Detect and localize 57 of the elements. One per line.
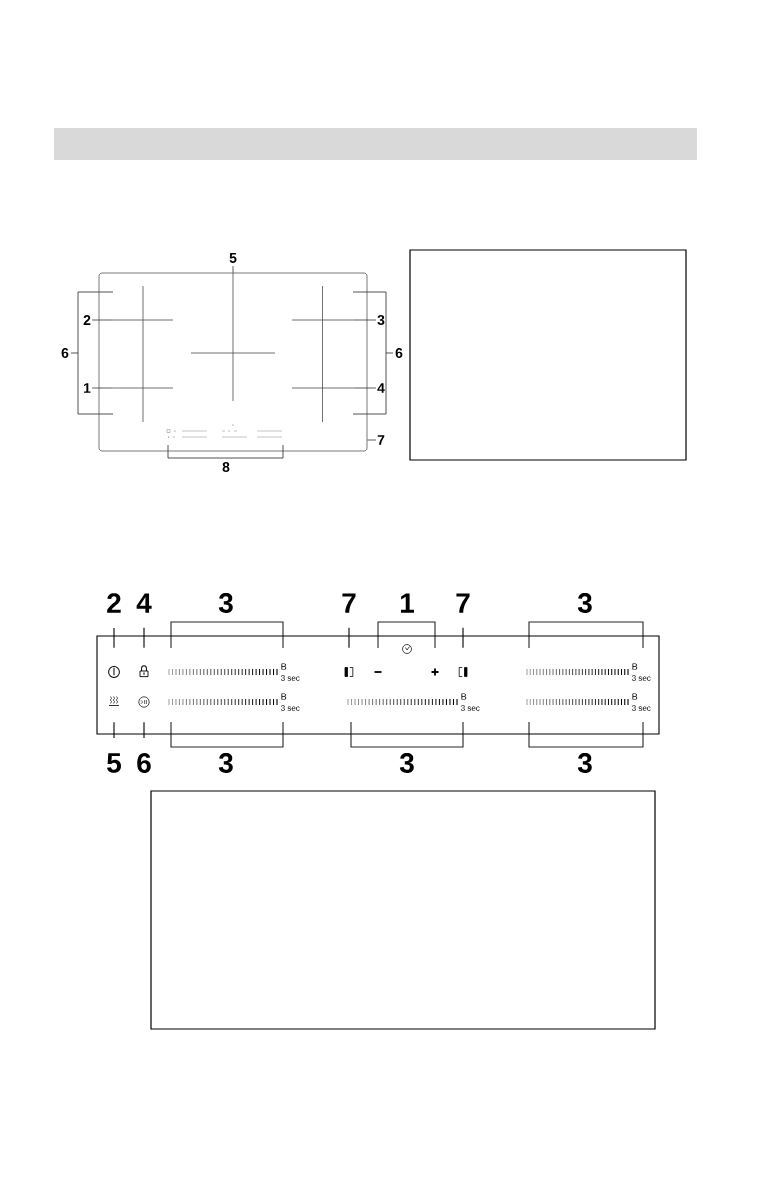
cooking-zone-cross: [112, 353, 174, 423]
leader-line: [366, 439, 377, 441]
callout-number: 8: [222, 462, 230, 472]
callout-number: 3: [577, 753, 592, 773]
leader-line: [352, 387, 377, 389]
leader-line: [91, 319, 114, 321]
leader-line: [232, 265, 234, 274]
bracket-icon: [344, 667, 354, 677]
slider-letter: B: [281, 693, 287, 700]
cooking-zone-cross: [291, 353, 354, 423]
callout-number: 7: [342, 593, 356, 613]
leader-line: [143, 721, 145, 739]
slider-note: 3 sec: [461, 705, 480, 711]
callout-number: 4: [377, 383, 385, 393]
power-icon: [108, 666, 120, 678]
bracket-icon: [458, 667, 468, 677]
cooking-zone-cross: [190, 272, 276, 402]
hob-outline: [98, 272, 368, 452]
leader-line: [352, 319, 377, 321]
leader-line: [91, 387, 114, 389]
slider-note: 3 sec: [632, 675, 651, 681]
callout-number: 3: [377, 315, 385, 325]
callout-number: 1: [84, 383, 91, 393]
slider-letter: B: [461, 693, 467, 700]
callout-number: 7: [456, 593, 470, 613]
leader-line: [348, 627, 350, 649]
callout-number: 3: [399, 753, 414, 773]
leader-line: [113, 721, 115, 739]
callout-number: 3: [577, 593, 592, 613]
callout-number: 2: [107, 593, 121, 613]
leader-line: [143, 627, 145, 649]
slider-letter: B: [632, 663, 638, 670]
heading-bar: [54, 128, 697, 160]
cooking-zone-cross: [291, 285, 354, 355]
cooking-zone-cross: [112, 285, 174, 355]
callout-number: 1: [400, 593, 414, 613]
heat-icon: [108, 696, 120, 706]
padlock-icon: [139, 665, 149, 678]
slider-letter: B: [281, 663, 287, 670]
play-pause-icon: [138, 696, 150, 708]
callout-number: 2: [83, 315, 91, 325]
callout-number: 6: [395, 348, 403, 358]
callout-number: 4: [136, 593, 152, 613]
callout-number: 5: [107, 753, 121, 773]
leader-line: [113, 627, 115, 649]
leader-line: [462, 627, 464, 649]
callout-number: 3: [218, 593, 233, 613]
control-panel: [96, 635, 660, 735]
callout-number: 6: [61, 348, 69, 358]
slider-note: 3 sec: [281, 705, 300, 711]
callout-number: 6: [137, 753, 151, 773]
callout-number: 5: [229, 253, 237, 263]
callout-number: 3: [218, 753, 233, 773]
slider-letter: B: [632, 693, 638, 700]
callout-number: 7: [377, 435, 385, 445]
slider-note: 3 sec: [632, 705, 651, 711]
slider-note: 3 sec: [281, 675, 300, 681]
